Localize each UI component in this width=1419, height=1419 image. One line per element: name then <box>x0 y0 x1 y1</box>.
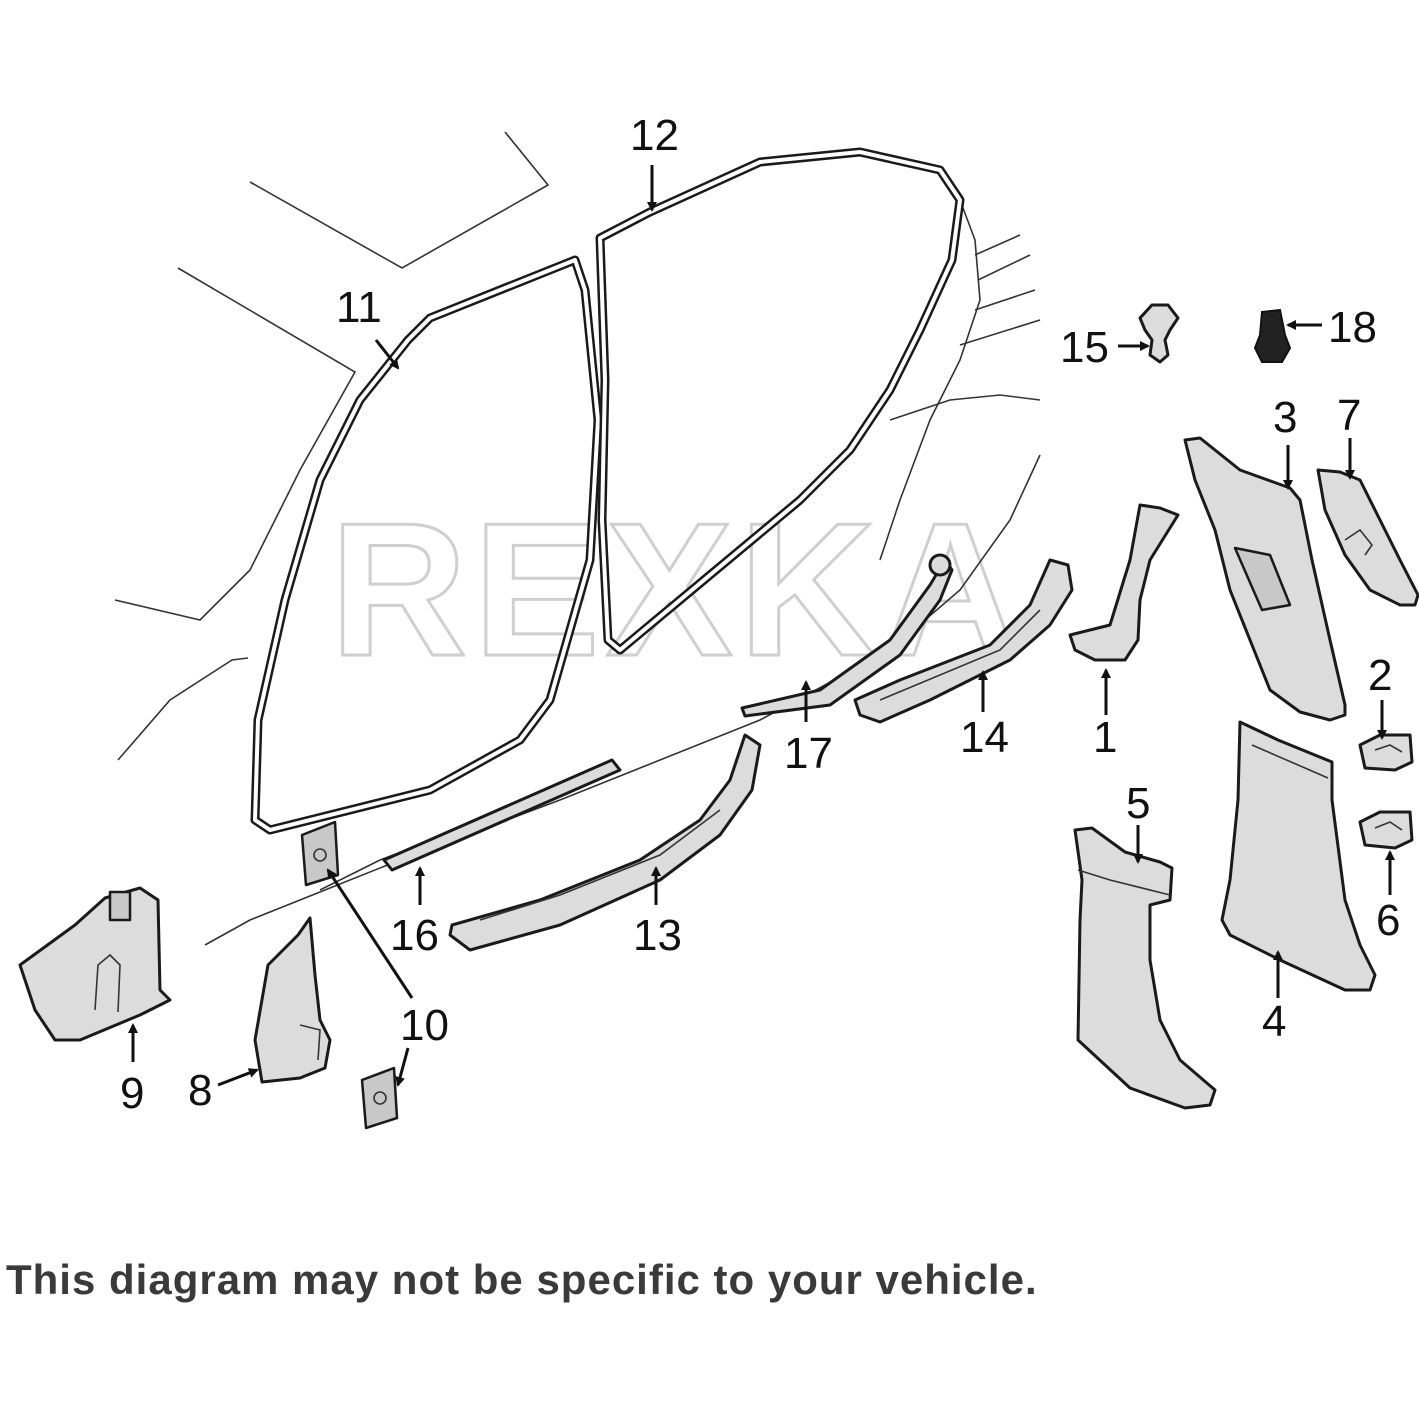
callout-11: 11 <box>336 283 382 332</box>
callout-arrows <box>128 165 1395 1087</box>
part-10-clip-lower <box>360 1066 399 1130</box>
arrow-10-lower <box>395 1047 410 1087</box>
part-1-trim-panel <box>1068 503 1180 662</box>
callout-1: 1 <box>1093 713 1117 762</box>
callout-12: 12 <box>630 111 679 160</box>
part-9-detail <box>94 953 121 1013</box>
callout-18: 18 <box>1328 303 1377 352</box>
part-17-end-loop <box>928 553 952 577</box>
part-15-fastener <box>1138 303 1180 364</box>
callout-4: 4 <box>1262 997 1286 1046</box>
callout-16: 16 <box>390 911 439 960</box>
part-14-detail-line <box>879 609 1041 701</box>
callout-6: 6 <box>1376 896 1400 945</box>
part-11-front-door-weatherstrip <box>250 255 603 835</box>
part-17-sill-strip <box>740 558 954 718</box>
part-7-trim-cover <box>1316 468 1419 607</box>
part-8-a-pillar-lower-trim <box>253 916 332 1084</box>
callout-5: 5 <box>1126 779 1150 828</box>
part-16-front-sill-strip <box>382 758 622 872</box>
part-8-detail <box>299 1024 321 1061</box>
part-10-clip-upper-hole <box>313 848 327 862</box>
part-4-b-pillar-lower-trim <box>1220 720 1377 992</box>
callout-10: 10 <box>400 1001 449 1050</box>
part-10-clip-lower-hole <box>373 1091 387 1105</box>
part-5-detail <box>1077 869 1171 896</box>
part-2-button-cover <box>1358 733 1414 772</box>
callout-3: 3 <box>1273 393 1297 442</box>
callout-2: 2 <box>1368 651 1392 700</box>
part-13-front-scuff-plate <box>448 733 762 952</box>
disclaimer-text: This diagram may not be specific to your… <box>6 1256 1038 1303</box>
callout-14: 14 <box>960 713 1009 762</box>
part-12-rear-door-weatherstrip <box>595 147 965 655</box>
part-9-tab <box>108 890 132 922</box>
part-6-button-cover <box>1358 810 1414 850</box>
part-13-detail-line <box>479 809 721 921</box>
arrow-8 <box>217 1068 259 1087</box>
part-18-retainer <box>1253 308 1292 363</box>
callout-9: 9 <box>120 1069 144 1118</box>
part-7-detail <box>1344 528 1373 556</box>
part-9-kick-panel <box>18 886 172 1042</box>
callout-15: 15 <box>1060 323 1109 372</box>
part-3-window <box>1233 546 1292 612</box>
arrow-10-upper <box>326 868 414 999</box>
part-4-detail <box>1251 744 1329 779</box>
watermark-text: REXKA <box>330 484 1025 696</box>
part-14-rear-scuff-plate <box>853 558 1074 724</box>
callout-8: 8 <box>188 1066 212 1115</box>
callout-7: 7 <box>1337 391 1361 440</box>
callout-13: 13 <box>633 911 682 960</box>
part-6-detail <box>1374 821 1403 831</box>
arrow-11 <box>374 339 400 370</box>
callout-17: 17 <box>784 729 833 778</box>
callout-labels: 1 2 3 4 5 6 7 8 9 10 11 12 13 14 15 16 1… <box>120 111 1400 1118</box>
part-5-pillar-trim <box>1073 826 1217 1110</box>
part-2-detail <box>1374 744 1403 753</box>
